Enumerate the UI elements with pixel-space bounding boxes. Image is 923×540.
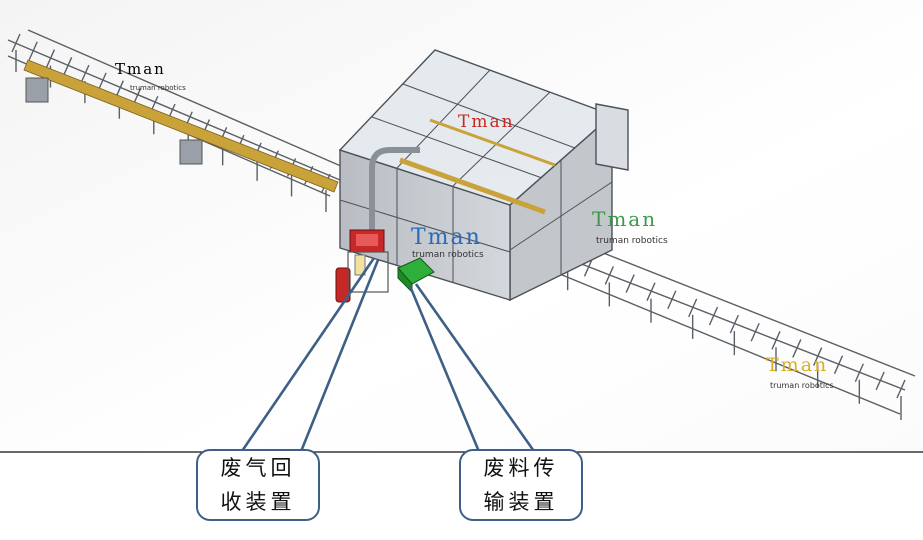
conveyor-roller [646,282,656,301]
watermark-brand: Tman [115,60,166,78]
watermark-brand: Tman [458,112,515,132]
watermark-tagline-top: truman robotics [130,84,186,92]
waste-leader [408,283,538,455]
conveyor-roller [854,363,864,383]
conveyor-roller [896,379,906,399]
exhaust-duct [369,147,420,232]
watermark-tagline-bottom-right: truman robotics [770,381,834,390]
conveyor-roller [604,266,614,285]
watermark-bottom-right: Tman [766,354,828,376]
conveyor-roller [792,339,802,358]
conveyor-roller [771,331,781,350]
conveyor-roller [80,64,90,84]
exhaust-recovery-callout: 废气回 收装置 [196,449,320,521]
conveyor-roller [11,33,21,53]
watermark-top: Tman [115,60,166,78]
exhaust-recovery-label: 废气回 收装置 [220,456,296,514]
conveyor-roller [688,298,698,318]
conveyor-roller [583,258,594,277]
conveyor-roller [813,347,823,366]
watermark-brand: Tman [766,354,829,376]
watermark-tagline-right: truman robotics [596,236,668,246]
watermark-center: Tman [411,225,482,250]
waste-conveyor-label: 废料传 输装置 [483,456,559,514]
booth-grid [339,69,613,283]
conveyor-roller [625,274,635,293]
conveyor-roller [875,371,885,391]
waste-conveyor-callout: 废料传 输装置 [459,449,583,521]
conveyor-roller [708,306,719,326]
watermark-right: Tman [592,207,657,231]
conveyor-roller [667,290,677,310]
conveyor-roller [750,322,760,342]
exhaust-leader [238,257,380,455]
exhaust-recovery-unit [335,229,389,303]
watermark-brand: Tman [411,225,482,250]
conveyor-roller [729,314,739,334]
left-gantry-rail [23,59,339,193]
conveyor-roller [28,41,38,61]
conveyor-roller [63,57,73,76]
watermark-tagline-center: truman robotics [412,250,484,260]
conveyor-roller [833,355,844,374]
watermark-booth: Tman [458,112,515,132]
watermark-brand: Tman [592,207,658,231]
conveyor-roller [45,49,56,68]
